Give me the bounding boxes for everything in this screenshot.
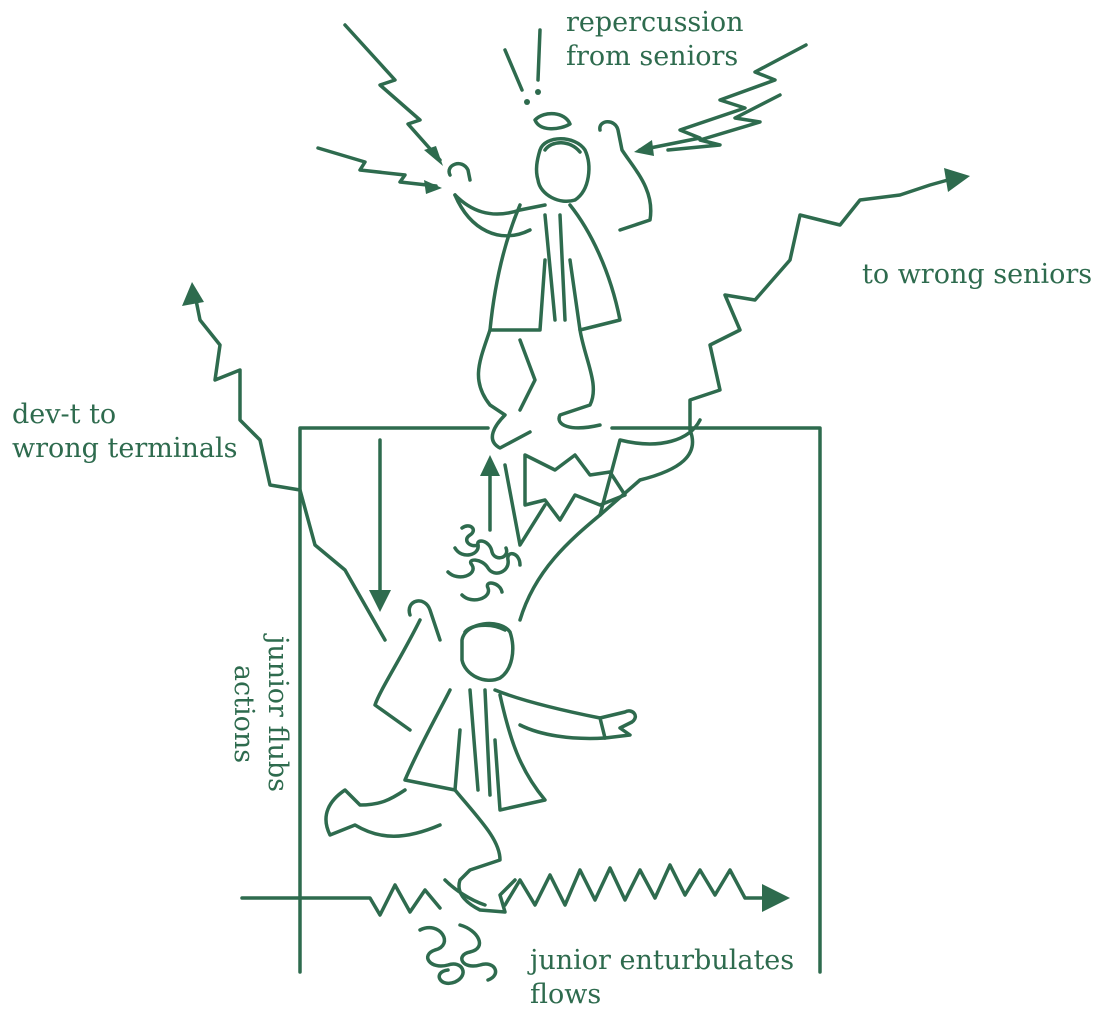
label-bottom-line2: flows <box>530 979 602 1010</box>
label-vertical-line2: actions <box>228 664 259 764</box>
lightning-bolt-left <box>316 146 442 194</box>
label-bottom-line1: junior enturbulates <box>530 945 795 976</box>
junior-figure <box>324 599 638 914</box>
tangle-scribble <box>418 923 498 986</box>
label-repercussion-from-seniors: repercussion from seniors <box>566 6 744 74</box>
label-top-line2: from seniors <box>566 41 739 72</box>
arrow-to-wrong-terminals <box>182 282 387 642</box>
lightning-bolt-top-left <box>343 23 443 166</box>
arrow-to-wrong-seniors <box>518 168 970 622</box>
flow-arrow <box>240 863 790 917</box>
label-vertical-line1: junior flubs <box>262 635 293 793</box>
label-right-line1: to wrong seniors <box>862 259 1093 290</box>
label-dev-t-to-wrong-terminals: dev-t to wrong terminals <box>12 398 237 466</box>
label-top-line1: repercussion <box>566 7 744 38</box>
label-to-wrong-seniors: to wrong seniors <box>862 258 1092 292</box>
label-junior-enturbulates-flows: junior enturbulates flows <box>530 944 794 1012</box>
junior-box <box>298 426 822 974</box>
exclamation-marks <box>503 28 542 105</box>
label-left-line2: wrong terminals <box>12 433 238 464</box>
label-left-line1: dev-t to <box>12 399 117 430</box>
confused-scribbles <box>446 524 522 602</box>
down-arrow <box>369 438 391 612</box>
label-junior-flubs-actions: junior flubs actions <box>226 549 294 879</box>
senior-figure <box>447 111 653 450</box>
lightning-bolt-right <box>634 43 808 156</box>
lightning-bolt-right-lower <box>666 93 782 152</box>
flying-papers <box>480 453 627 547</box>
